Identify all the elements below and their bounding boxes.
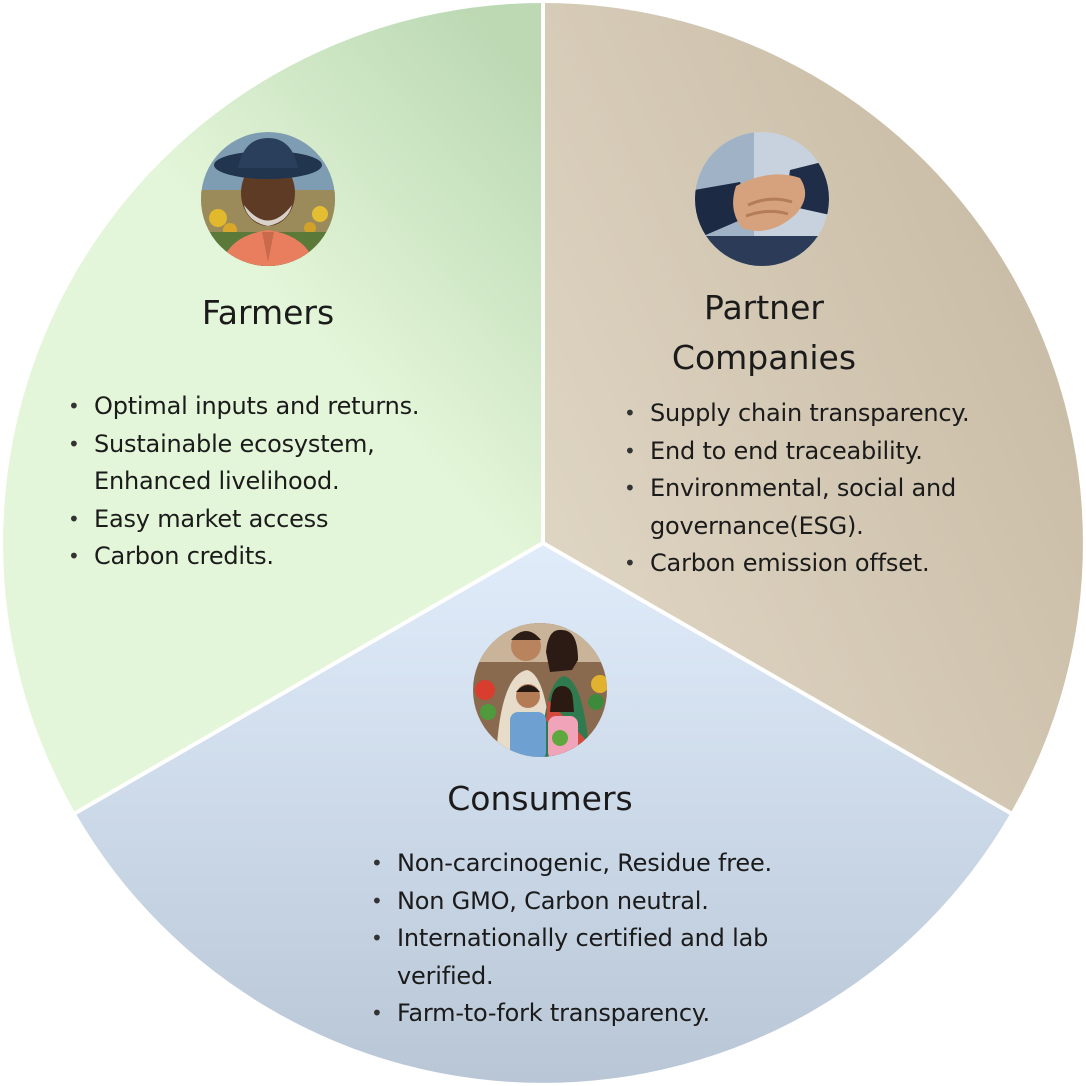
partners-heading-line2: Companies [671, 338, 857, 377]
farmers-benefit-4: Carbon credits. [68, 538, 468, 576]
partners-heading-line1: Partner [704, 288, 824, 327]
farmers-heading: Farmers [201, 293, 335, 332]
farmers-benefit-1: Optimal inputs and returns. [68, 388, 468, 426]
farmers-benefit-2: Sustainable ecosystem, Enhanced liveliho… [68, 426, 414, 501]
partners-benefit-list: Supply chain transparency. End to end tr… [624, 395, 1044, 583]
partners-benefit-4: Carbon emission offset. [624, 545, 1044, 583]
partners-benefit-2: End to end traceability. [624, 433, 1044, 471]
partners-benefit-1: Supply chain transparency. [624, 395, 1044, 433]
panel-partner-companies: Partner Companies Supply chain transpare… [624, 283, 1044, 583]
sector-dividers [70, 0, 1016, 817]
panel-farmers: Farmers Optimal inputs and returns. Sust… [68, 288, 468, 576]
partners-benefit-3: Environmental, social and governance(ESG… [624, 470, 990, 545]
consumers-heading: Consumers [447, 779, 633, 818]
consumers-benefit-4: Farm-to-fork transparency. [371, 995, 811, 1033]
consumers-benefit-3: Internationally certified and lab verifi… [371, 920, 817, 995]
farmers-benefit-list: Optimal inputs and returns. Sustainable … [68, 388, 468, 576]
consumers-benefit-list: Non-carcinogenic, Residue free. Non GMO,… [371, 845, 811, 1033]
panel-consumers: Consumers Non-carcinogenic, Residue free… [371, 774, 811, 1033]
farmers-benefit-3: Easy market access [68, 501, 468, 539]
partners-heading: Partner Companies [624, 283, 904, 383]
consumers-benefit-1: Non-carcinogenic, Residue free. [371, 845, 811, 883]
consumers-benefit-2: Non GMO, Carbon neutral. [371, 883, 811, 921]
family-photo [473, 623, 607, 757]
